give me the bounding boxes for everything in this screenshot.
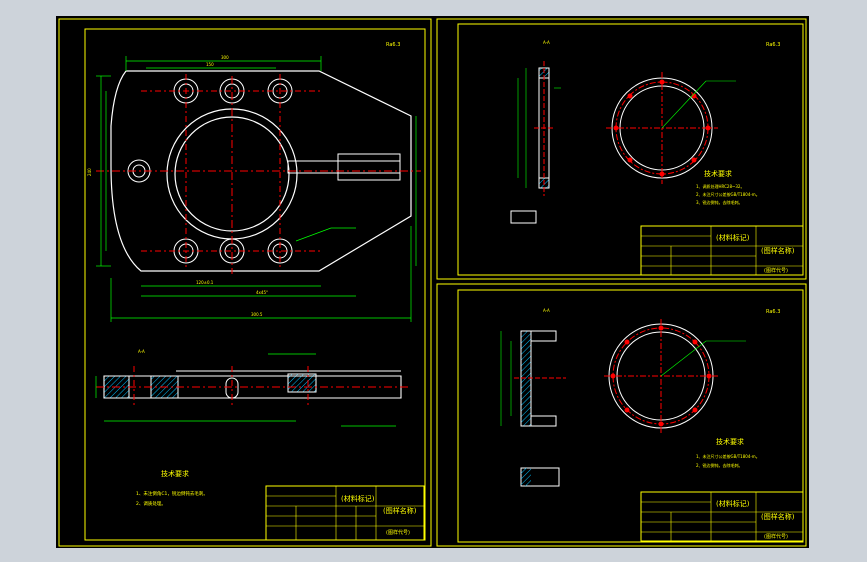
svg-text:1、调质处理HRC28~32。: 1、调质处理HRC28~32。	[696, 183, 744, 189]
drawing-canvas: 300 150 240 300.5 120±0.1 4x45° Ra6.3 A-A	[58, 18, 807, 547]
title-block-main: (材料标记) (图样名称) (图样代号)	[265, 485, 425, 541]
sheet-border-outer	[436, 18, 807, 280]
svg-text:Ra6.3: Ra6.3	[766, 309, 780, 315]
svg-text:(图样代号): (图样代号)	[764, 267, 788, 274]
sheet-border-inner	[457, 23, 804, 276]
plan-view: 300 150 240 300.5 120±0.1 4x45° Ra6.3	[87, 42, 421, 322]
svg-text:(图样代号): (图样代号)	[764, 533, 788, 540]
svg-text:技术要求: 技术要求	[161, 469, 189, 478]
tech-notes-top-right: 技术要求 1、调质处理HRC28~32。 2、未注尺寸公差按GB/T1804-m…	[696, 169, 760, 205]
sheet-bottom-right[interactable]: A-A Ra6.3 技术要求 1、未注尺寸公差按GB/T1804-m。 2、锐边…	[436, 283, 807, 547]
svg-text:(材料标记): (材料标记)	[341, 494, 375, 503]
svg-text:4x45°: 4x45°	[256, 290, 268, 295]
svg-text:Ra6.3: Ra6.3	[766, 42, 780, 48]
tech-notes-bottom-right: 技术要求 1、未注尺寸公差按GB/T1804-m。 2、锐边倒钝，去除毛刺。	[696, 437, 760, 468]
svg-text:(图样名称): (图样名称)	[383, 506, 417, 515]
svg-text:技术要求: 技术要求	[704, 169, 732, 178]
flange-front-view: Ra6.3	[604, 309, 780, 433]
svg-text:150: 150	[206, 62, 214, 67]
sheet-border-outer	[436, 283, 807, 547]
svg-text:300.5: 300.5	[251, 312, 263, 317]
tech-notes-main: 技术要求 1、未注倒角C1，锐边倒钝去毛刺。 2、调质处理。	[136, 469, 208, 507]
sheet-top-right[interactable]: A-A Ra6.3 技术要求 1、调质处理HRC28~32。 2、未注尺寸公差按…	[436, 18, 807, 280]
part-outline	[110, 70, 412, 272]
svg-text:240: 240	[87, 168, 92, 176]
svg-text:A-A: A-A	[543, 40, 550, 45]
sheet-border-inner	[457, 289, 804, 543]
svg-text:1、未注尺寸公差按GB/T1804-m。: 1、未注尺寸公差按GB/T1804-m。	[696, 453, 760, 459]
svg-text:3、锐边倒钝，去除毛刺。: 3、锐边倒钝，去除毛刺。	[696, 199, 743, 205]
svg-text:(材料标记): (材料标记)	[716, 233, 750, 242]
sheet-main[interactable]: 300 150 240 300.5 120±0.1 4x45° Ra6.3 A-A	[58, 18, 432, 547]
ring-front-view: Ra6.3	[606, 42, 780, 184]
section-view-label: A-A	[138, 349, 145, 354]
svg-text:2、未注尺寸公差按GB/T1804-m。: 2、未注尺寸公差按GB/T1804-m。	[696, 191, 760, 197]
svg-text:A-A: A-A	[543, 308, 550, 313]
cad-model-viewport[interactable]: 300 150 240 300.5 120±0.1 4x45° Ra6.3 A-A	[56, 16, 809, 548]
svg-text:(图样名称): (图样名称)	[761, 512, 795, 521]
svg-text:300: 300	[221, 55, 229, 60]
svg-text:(图样代号): (图样代号)	[386, 529, 410, 536]
svg-text:1、未注倒角C1，锐边倒钝去毛刺。: 1、未注倒角C1，锐边倒钝去毛刺。	[136, 490, 208, 497]
ring-section-view: A-A	[510, 40, 561, 224]
section-view: A-A	[95, 349, 411, 427]
title-block-bottom-right: (材料标记) (图样名称) (图样代号)	[640, 491, 804, 542]
title-block-top-right: (材料标记) (图样名称) (图样代号)	[640, 225, 804, 276]
svg-text:2、调质处理。: 2、调质处理。	[136, 500, 166, 507]
svg-text:2、锐边倒钝，去除毛刺。: 2、锐边倒钝，去除毛刺。	[696, 462, 743, 468]
flange-section-view: A-A	[500, 308, 566, 487]
svg-text:120±0.1: 120±0.1	[196, 280, 214, 285]
svg-text:(图样名称): (图样名称)	[761, 246, 795, 255]
svg-text:技术要求: 技术要求	[716, 437, 744, 446]
sheet-border-inner	[84, 28, 426, 541]
svg-text:(材料标记): (材料标记)	[716, 499, 750, 508]
sheet-border-outer	[58, 18, 432, 547]
roughness-symbol-main: Ra6.3	[386, 42, 400, 48]
